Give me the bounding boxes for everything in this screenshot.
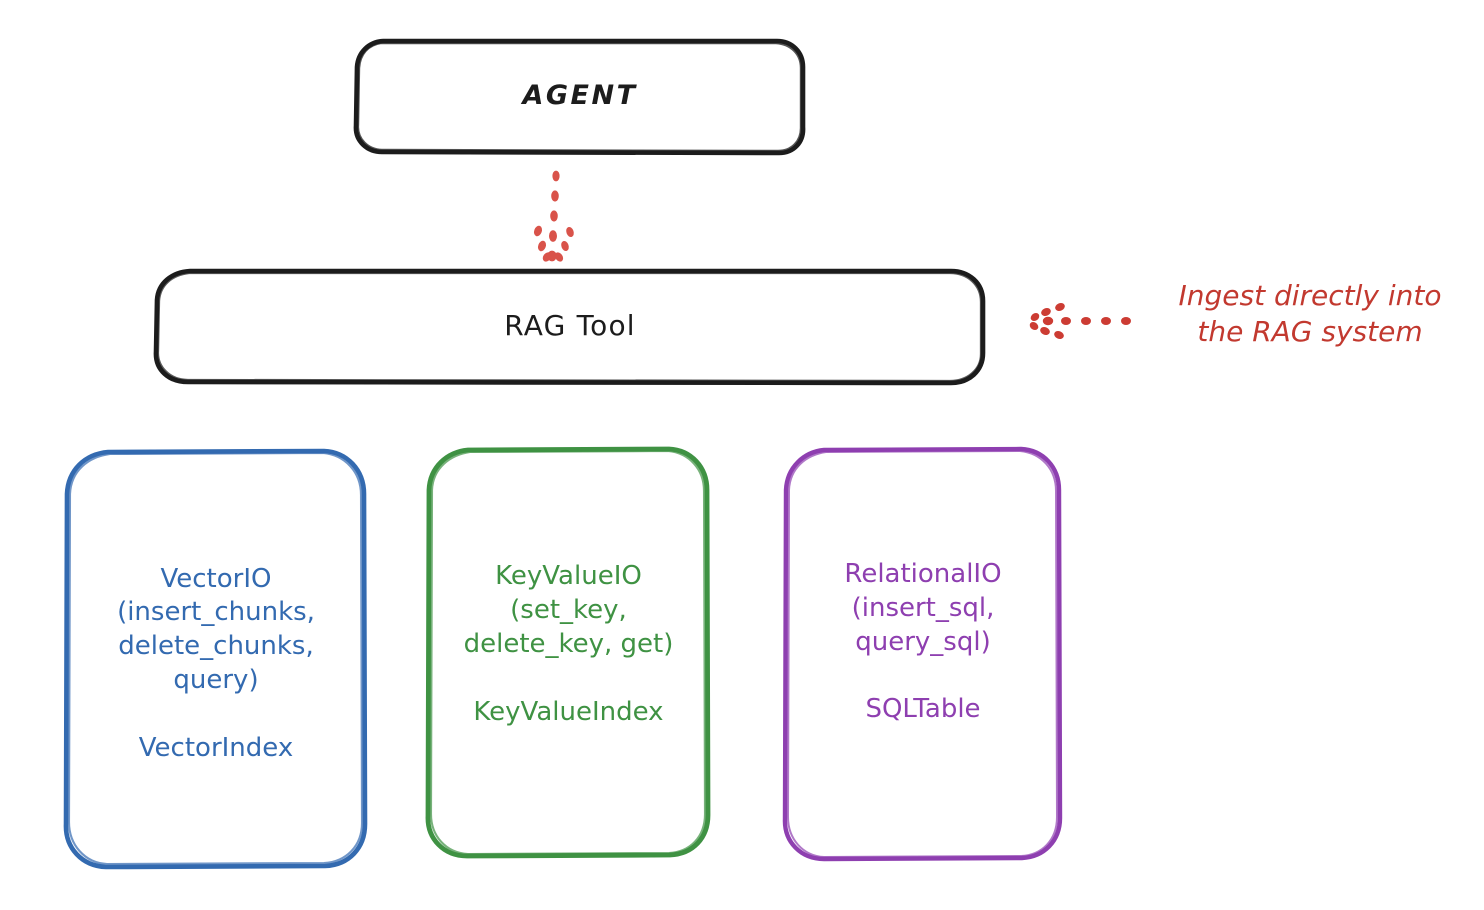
relational-io-node[interactable]: RelationalIO (insert_sql, query_sql) SQL… (785, 448, 1061, 859)
vector-io-box-outline (63, 448, 368, 870)
ingest-dotted-arrow (1029, 303, 1131, 339)
rag-tool-box-outline (153, 268, 986, 386)
key-value-io-interface-label: KeyValueIO (set_key, delete_key, get) (463, 561, 674, 659)
agent-label: AGENT (522, 80, 638, 112)
agent-node[interactable]: AGENT (356, 40, 804, 153)
agent-to-rag-tool-dotted-arrow (533, 170, 574, 262)
vector-io-text-stack: VectorIO (insert_chunks, delete_chunks, … (117, 563, 315, 766)
ingest-annotation-label: Ingest directly into the RAG system (1178, 279, 1442, 348)
relational-io-interface-label: RelationalIO (insert_sql, query_sql) (844, 558, 1002, 657)
vector-io-node[interactable]: VectorIO (insert_chunks, delete_chunks, … (66, 450, 366, 868)
vector-io-interface-label: VectorIO (insert_chunks, delete_chunks, … (117, 563, 315, 695)
relational-io-store-label: SQLTable (865, 694, 981, 725)
key-value-io-box-outline (425, 446, 711, 859)
rag-tool-node[interactable]: RAG Tool (156, 270, 984, 383)
vector-io-store-label: VectorIndex (138, 732, 294, 763)
rag-tool-label: RAG Tool (504, 309, 636, 343)
key-value-io-text-stack: KeyValueIO (set_key, delete_key, get) Ke… (464, 560, 674, 729)
key-value-io-store-label: KeyValueIndex (473, 696, 664, 727)
relational-io-text-stack: RelationalIO (insert_sql, query_sql) SQL… (844, 558, 1001, 727)
key-value-io-node[interactable]: KeyValueIO (set_key, delete_key, get) Ke… (428, 448, 709, 856)
agent-box-outline (353, 38, 806, 156)
relational-io-box-outline (782, 446, 1063, 862)
